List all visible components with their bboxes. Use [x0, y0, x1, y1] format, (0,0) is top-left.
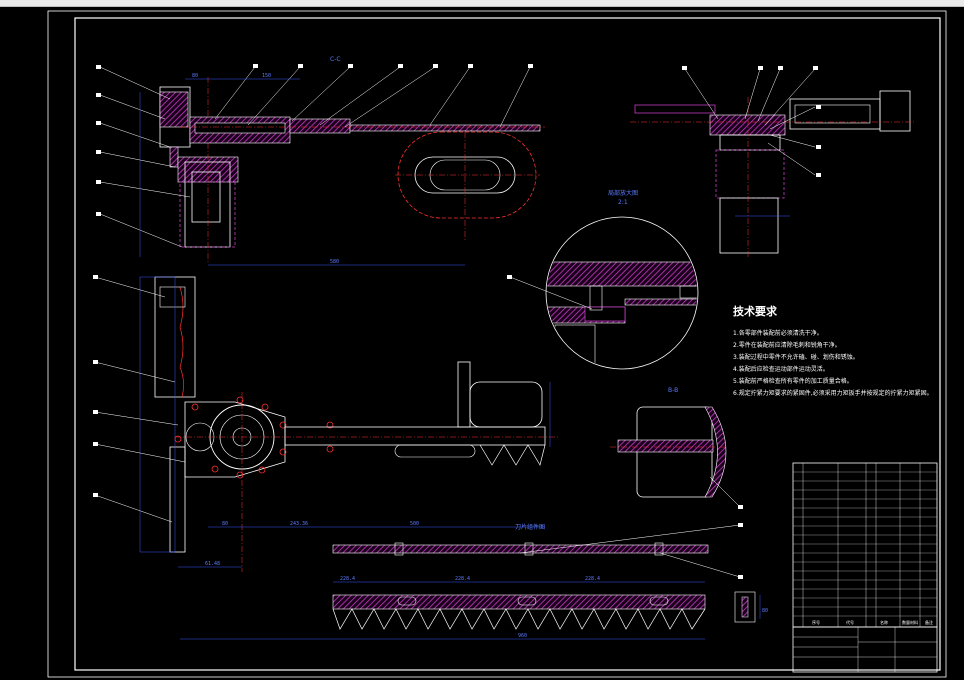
plan-view: 80 243.36 500 61.48 — [93, 275, 560, 572]
dim-228-c: 228.4 — [585, 576, 600, 582]
section-label-bb: B-B — [668, 387, 678, 394]
dim-243: 243.36 — [290, 521, 308, 527]
tech-req-item-3: 3.装配过程中零件不允许磕、碰、划伤和锈蚀。 — [733, 353, 859, 361]
blade-assembly: 刀片组件图 228.4 228.4 228.4 960 80 — [180, 523, 768, 640]
detail-enlarged-view: 局部放大图 2:1 — [507, 189, 699, 370]
dim-960: 960 — [518, 633, 527, 639]
tech-req-item-1: 1.各零部件装配前必须清洗干净。 — [733, 329, 823, 337]
dim-80-top: 80 — [192, 73, 198, 79]
main-front-view: 80 150 580 C-C — [96, 56, 545, 266]
technical-requirements: 技术要求 1.各零部件装配前必须清洗干净。 2.零件在装配前应清除毛刺和锐角干净… — [733, 304, 933, 397]
outer-border — [47, 10, 947, 678]
dim-228-a: 228.4 — [340, 576, 355, 582]
inner-border — [74, 17, 941, 671]
side-view — [630, 66, 915, 257]
blade-title: 刀片组件图 — [515, 523, 545, 531]
dim-80-small: 80 — [762, 608, 768, 614]
dim-580: 580 — [330, 259, 339, 265]
section-bb: B-B — [610, 387, 743, 509]
tech-req-item-2: 2.零件在装配前应清除毛刺和锐角干净。 — [733, 341, 841, 349]
detail-title: 局部放大图 — [608, 189, 638, 197]
dim-61: 61.48 — [205, 561, 220, 567]
tb-cell-6: 备注 — [925, 619, 933, 625]
window-top-strip — [0, 0, 964, 7]
parts-list: 序号 代号 名称 数量 材料 备注 — [792, 462, 938, 673]
dim-150-top: 150 — [262, 73, 271, 79]
tb-cell-3: 名称 — [880, 619, 888, 625]
tb-cell-5: 材料 — [910, 619, 918, 625]
tech-req-item-5: 5.装配前严格检查所有零件的加工质量合格。 — [733, 377, 853, 385]
dim-500: 500 — [410, 521, 419, 527]
tb-cell-1: 序号 — [812, 619, 820, 625]
tech-req-item-4: 4.装配后应检查运动部件运动灵活。 — [733, 365, 829, 373]
tech-req-item-6: 6.规定拧紧力矩要求的紧固件,必须采用力矩扳手并按规定的拧紧力矩紧固。 — [733, 389, 933, 397]
cad-drawing-canvas[interactable]: 80 150 580 C-C — [0, 7, 964, 680]
detail-scale: 2:1 — [618, 199, 628, 206]
tb-cell-4: 数量 — [902, 619, 910, 625]
tb-cell-2: 代号 — [846, 619, 854, 625]
section-label-cc: C-C — [330, 56, 341, 63]
tech-req-title: 技术要求 — [733, 304, 778, 318]
dim-228-b: 228.4 — [455, 576, 470, 582]
dim-80-plan: 80 — [222, 521, 228, 527]
